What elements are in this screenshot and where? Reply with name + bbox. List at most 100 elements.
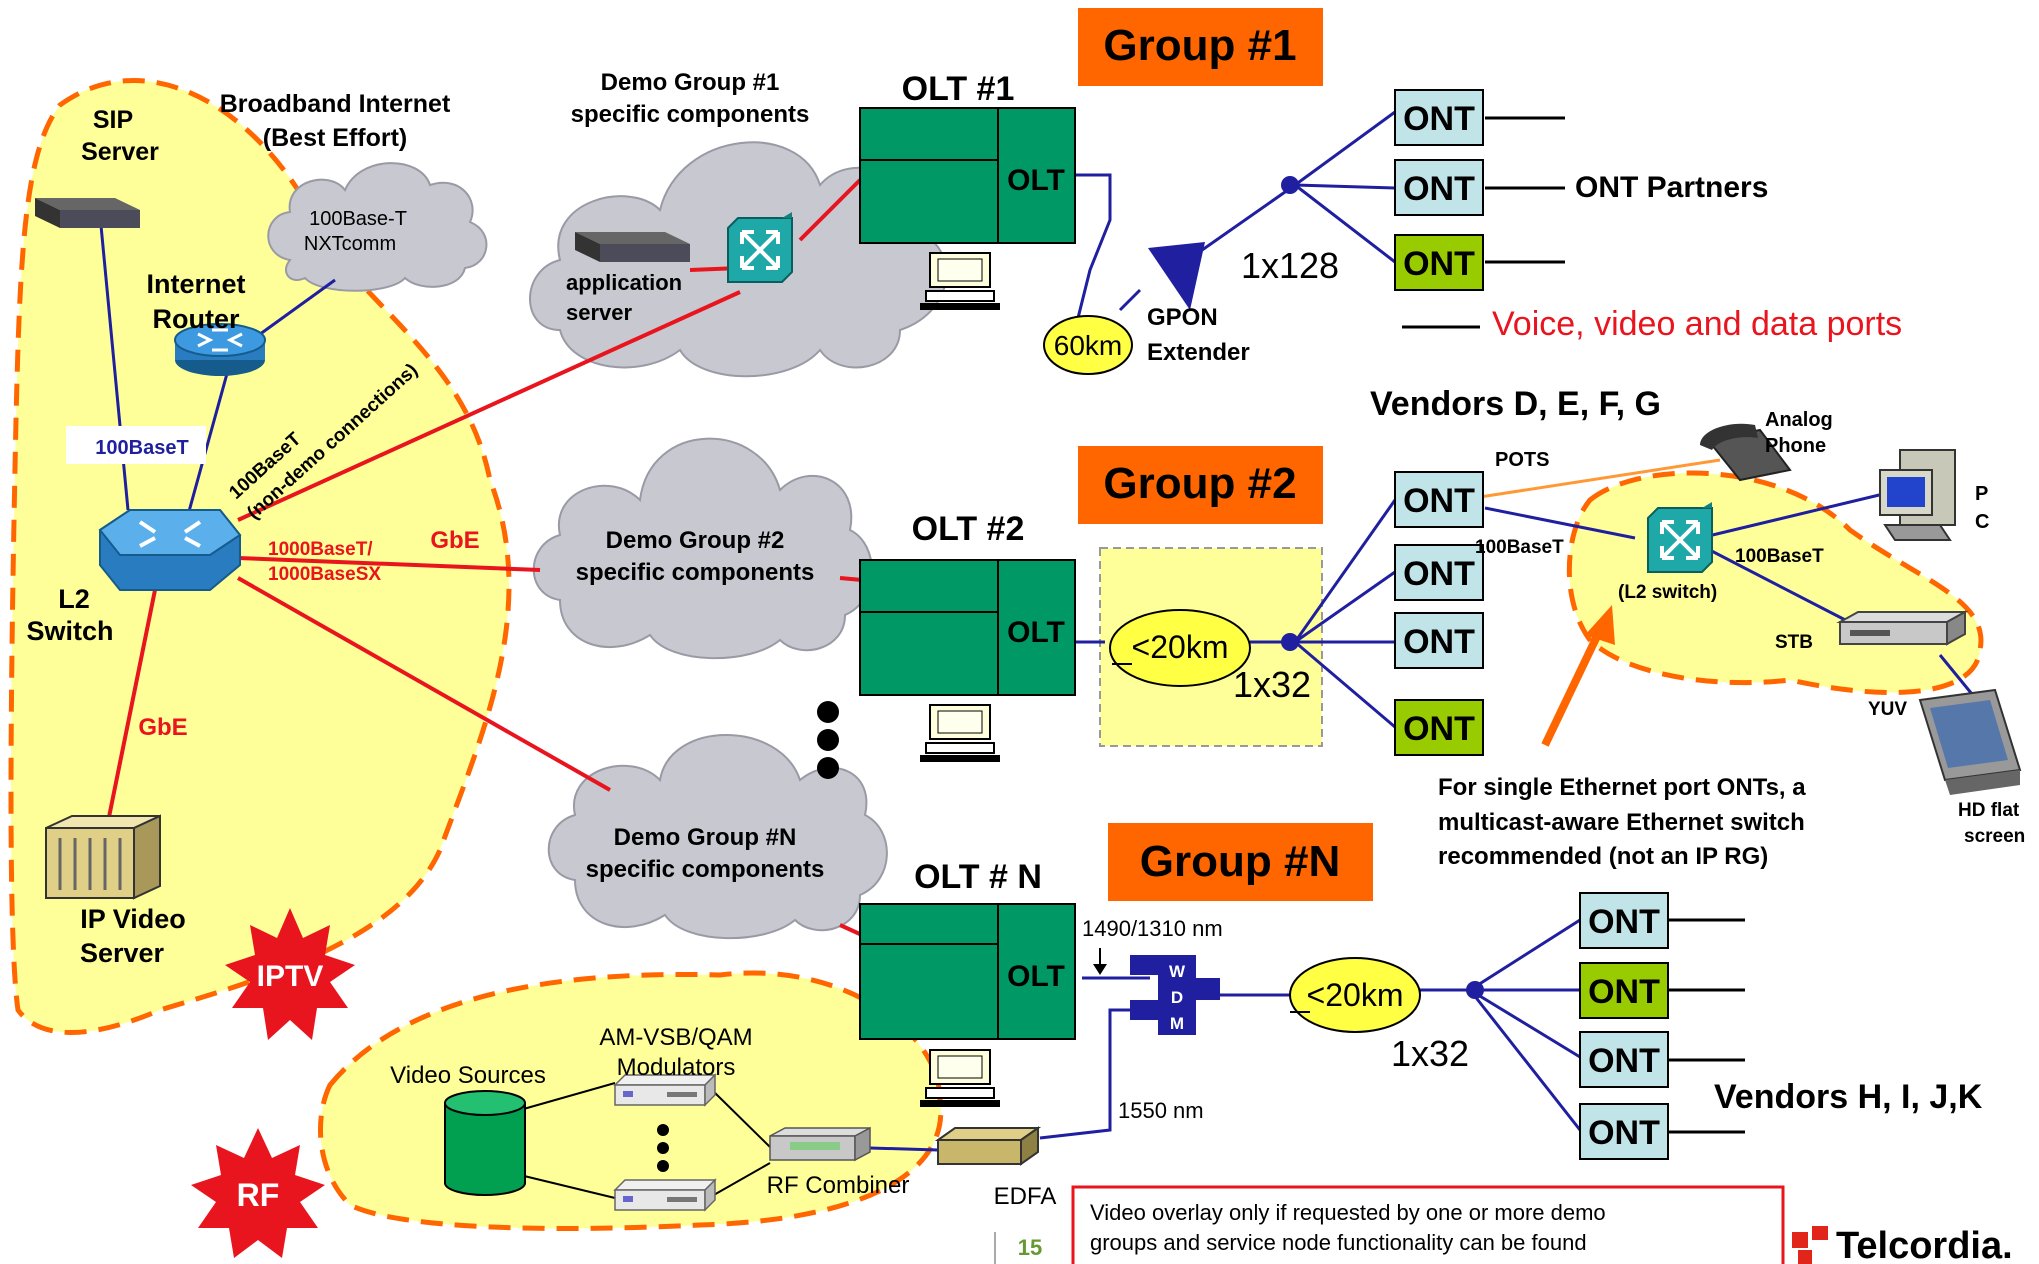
olt1-title: OLT #1 — [902, 70, 1015, 108]
gbe-left-label: GbE — [138, 714, 187, 741]
internet-router-icon[interactable] — [174, 323, 266, 376]
ont-label: ONT — [1403, 710, 1475, 748]
page-number: 15 — [1018, 1235, 1042, 1260]
stb-icon[interactable] — [1836, 610, 1969, 646]
ont-label: ONT — [1588, 1042, 1660, 1080]
link-lines — [98, 110, 1987, 1199]
demon-label: specific components — [586, 856, 825, 883]
distance-gn-label: <20km — [1307, 977, 1404, 1013]
wdm-label: M — [1170, 1014, 1184, 1033]
ont-label: ONT — [1403, 170, 1475, 208]
oltn-title: OLT # N — [914, 858, 1042, 896]
broadband-label: Broadband Internet — [220, 90, 451, 118]
ont-label: ONT — [1403, 482, 1475, 520]
nxtcomm-label: 100Base-T — [309, 208, 407, 230]
ont-boxes[interactable] — [1394, 89, 1669, 1160]
l2-switch-icon[interactable] — [98, 509, 242, 591]
demo-switch-icon[interactable] — [726, 210, 794, 284]
video-sources-icon[interactable] — [444, 1090, 526, 1196]
application-server-icon[interactable] — [575, 232, 690, 262]
hd-screen-icon[interactable] — [1918, 688, 2022, 795]
demon-label: Demo Group #N — [614, 824, 797, 851]
distance-g1 — [1043, 315, 1133, 375]
gbe-link-label: 1000BaseT/ — [268, 539, 373, 560]
footer-note: groups and service node functionality ca… — [1090, 1230, 1587, 1255]
modulator-dots — [657, 1124, 669, 1172]
note-arrow — [1541, 605, 1615, 747]
ip-video-server-icon[interactable] — [45, 814, 161, 900]
olt2-title: OLT #2 — [912, 510, 1025, 548]
iptv-zone — [8, 78, 512, 1035]
split-g2-label: 1x32 — [1233, 664, 1311, 705]
sip-server-label: Server — [81, 138, 159, 166]
split-gn-label: 1x32 — [1391, 1033, 1469, 1074]
ont-label: ONT — [1403, 623, 1475, 661]
olt1-monitor-icon — [919, 252, 1001, 311]
ont-partners-label: ONT Partners — [1575, 171, 1768, 204]
ont-label: ONT — [1588, 1114, 1660, 1152]
splitter-node-gn — [1466, 981, 1484, 999]
olt2-monitor-icon — [919, 704, 1001, 763]
modulator-icon-2[interactable] — [614, 1179, 716, 1211]
distance-g2-label: <20km — [1132, 629, 1229, 665]
nxtcomm-label: NXTcomm — [304, 233, 396, 255]
ip-video-label: Server — [80, 938, 165, 968]
voice-ports-label: Voice, video and data ports — [1492, 305, 1902, 343]
edfa-label: EDFA — [994, 1183, 1057, 1210]
more-groups-dots — [817, 701, 839, 779]
groupn-title: Group #N — [1140, 837, 1340, 886]
vendors-gn-label: Vendors H, I, J,K — [1714, 1078, 1983, 1116]
gbe-link-label: 1000BaseSX — [268, 564, 381, 585]
cloud-group2 — [532, 437, 873, 660]
analog-phone-icon[interactable] — [1700, 423, 1792, 482]
demo1-label: Demo Group #1 — [601, 69, 780, 96]
l2-switch-label: L2 — [58, 584, 90, 614]
gpon-extender-icon[interactable] — [1148, 242, 1205, 310]
pc-icon[interactable] — [1879, 449, 1956, 541]
l2switch-label: (L2 switch) — [1618, 582, 1717, 603]
group2-title: Group #2 — [1103, 459, 1296, 508]
note-label: recommended (not an IP RG) — [1438, 843, 1768, 870]
oltn-label: OLT — [1007, 960, 1065, 993]
sip-server-icon[interactable] — [35, 198, 140, 228]
ont-label: ONT — [1588, 973, 1660, 1011]
sip-server-label: SIP — [93, 106, 133, 134]
splitter-node-g2 — [1281, 633, 1299, 651]
wdm-label: W — [1169, 962, 1186, 981]
hd-screen-label: HD flat — [1958, 800, 2020, 821]
edfa-icon[interactable] — [934, 1126, 1042, 1166]
pc-label: C — [1975, 511, 1989, 533]
home-l2-switch-icon[interactable] — [1646, 500, 1714, 574]
group2-banner — [1078, 446, 1323, 524]
ont-label: ONT — [1403, 100, 1475, 138]
video-sources-label: Video Sources — [390, 1062, 546, 1089]
note-label: multicast-aware Ethernet switch — [1438, 809, 1805, 836]
rf-label: RF — [237, 1177, 280, 1213]
footer-note-box — [1071, 1185, 1785, 1264]
distance-g1-label: 60km — [1054, 330, 1122, 361]
distance-g2 — [1109, 609, 1251, 687]
olt1-box[interactable] — [859, 107, 1076, 244]
app-server-label: server — [566, 300, 633, 325]
ont-label: ONT — [1403, 555, 1475, 593]
app-server-label: application — [566, 270, 682, 295]
rf-combiner-icon[interactable] — [769, 1126, 871, 1162]
modulators-label: AM-VSB/QAM — [599, 1024, 752, 1051]
ont-label: ONT — [1403, 245, 1475, 283]
group1-banner — [1078, 8, 1323, 86]
yuv-label: YUV — [1868, 699, 1907, 720]
extender-label: Extender — [1147, 339, 1250, 366]
gbe-top-label: GbE — [430, 527, 479, 554]
lan2-label: 100BaseT — [1735, 546, 1824, 567]
demo2-label: Demo Group #2 — [606, 527, 785, 554]
olt2-box[interactable] — [859, 559, 1076, 696]
wdm-coupler[interactable] — [1130, 955, 1220, 1035]
footer-note: Video overlay only if requested by one o… — [1090, 1200, 1606, 1225]
modulators-label: Modulators — [617, 1054, 736, 1081]
cloud-nxtcomm — [267, 162, 488, 292]
oltn-box[interactable] — [859, 903, 1076, 1040]
rf-burst — [191, 1128, 325, 1258]
iptv-burst — [225, 908, 355, 1040]
l2-switch-label: Switch — [26, 616, 113, 646]
